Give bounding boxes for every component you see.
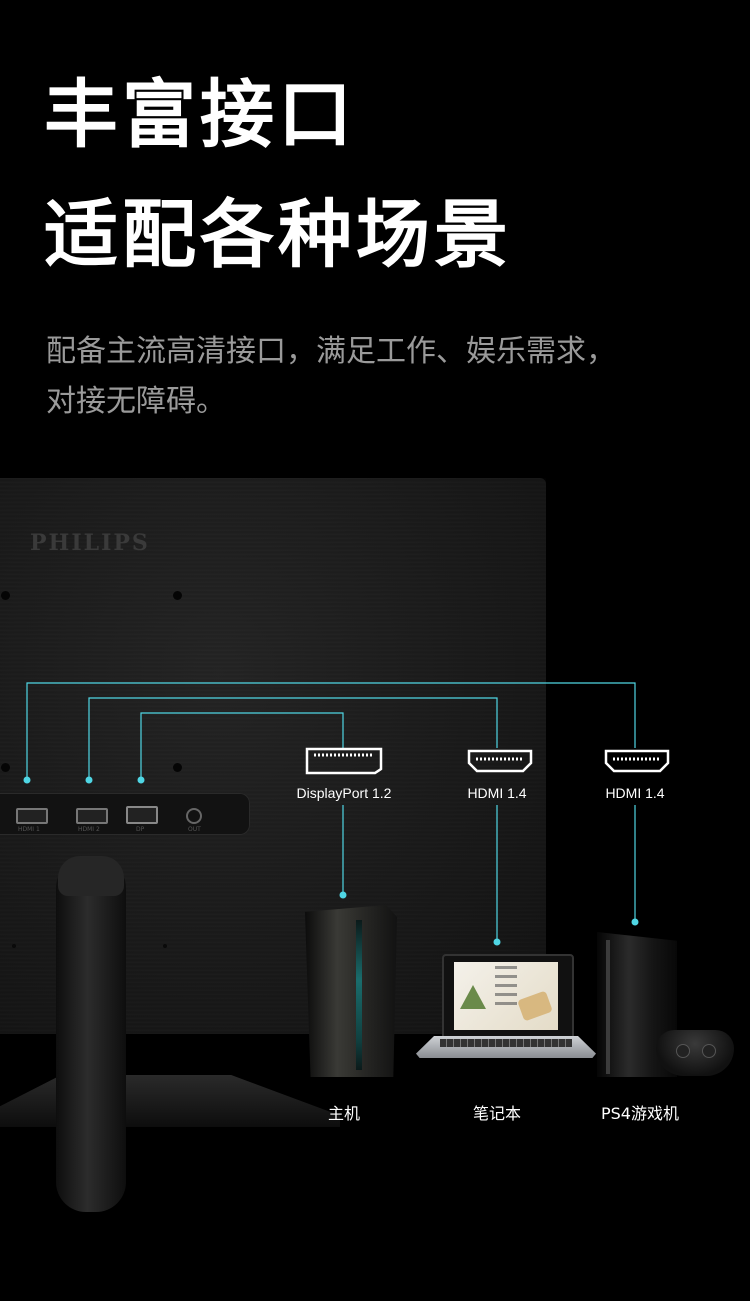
vesa-screw	[1, 763, 10, 772]
vesa-screw	[1, 591, 10, 600]
dot	[631, 918, 639, 926]
hdmi-icon	[604, 749, 670, 773]
port-label: HDMI 2	[78, 826, 100, 833]
vesa-screw	[173, 763, 182, 772]
port-label: HDMI 1	[18, 826, 40, 833]
rear-screw	[163, 944, 167, 948]
connector-label-hdmi-ps4: HDMI 1.4	[605, 785, 665, 801]
connector-label-hdmi-laptop: HDMI 1.4	[467, 785, 527, 801]
dot	[23, 776, 31, 784]
monitor-stand-hinge	[58, 856, 124, 896]
dot	[493, 938, 501, 946]
gamepad-stick	[676, 1044, 690, 1058]
dot	[85, 776, 93, 784]
device-label-pc: 主机	[327, 1104, 360, 1123]
hdmi-icon	[467, 749, 533, 773]
device-label-laptop: 笔记本	[472, 1104, 521, 1123]
monitor-stand-neck	[56, 858, 126, 1212]
subheadline-line-1: 配备主流高清接口，满足工作、娱乐需求，	[46, 334, 616, 369]
hdmi-port-2	[76, 808, 108, 824]
port-label: DP	[136, 826, 145, 833]
laptop-image-text	[495, 966, 517, 1006]
line-ps4	[26, 682, 636, 780]
laptop-keyboard	[440, 1039, 572, 1047]
rear-screw	[12, 944, 16, 948]
displayport-icon	[305, 747, 383, 775]
pc-light-strip	[356, 920, 362, 1070]
displayport-port	[126, 806, 158, 824]
dot	[137, 776, 145, 784]
subheadline-line-2: 对接无障碍。	[46, 384, 226, 419]
line-pc	[140, 712, 344, 780]
desktop-pc-icon	[305, 905, 397, 1077]
gamepad-stick	[702, 1044, 716, 1058]
connector-label-displayport: DisplayPort 1.2	[296, 785, 392, 801]
vesa-screw	[173, 591, 182, 600]
audio-out-port	[186, 808, 202, 824]
device-label-ps4: PS4游戏机	[601, 1104, 679, 1123]
dot	[339, 891, 347, 899]
headline-line-2: 适配各种场景	[44, 192, 512, 278]
console-groove	[606, 940, 610, 1074]
line-laptop	[88, 697, 498, 780]
port-label: OUT	[188, 826, 201, 833]
headline-line-1: 丰富接口	[44, 72, 356, 158]
hdmi-port-1	[16, 808, 48, 824]
gamepad-icon	[656, 1030, 734, 1076]
brand-logo: PHILIPS	[30, 530, 150, 556]
